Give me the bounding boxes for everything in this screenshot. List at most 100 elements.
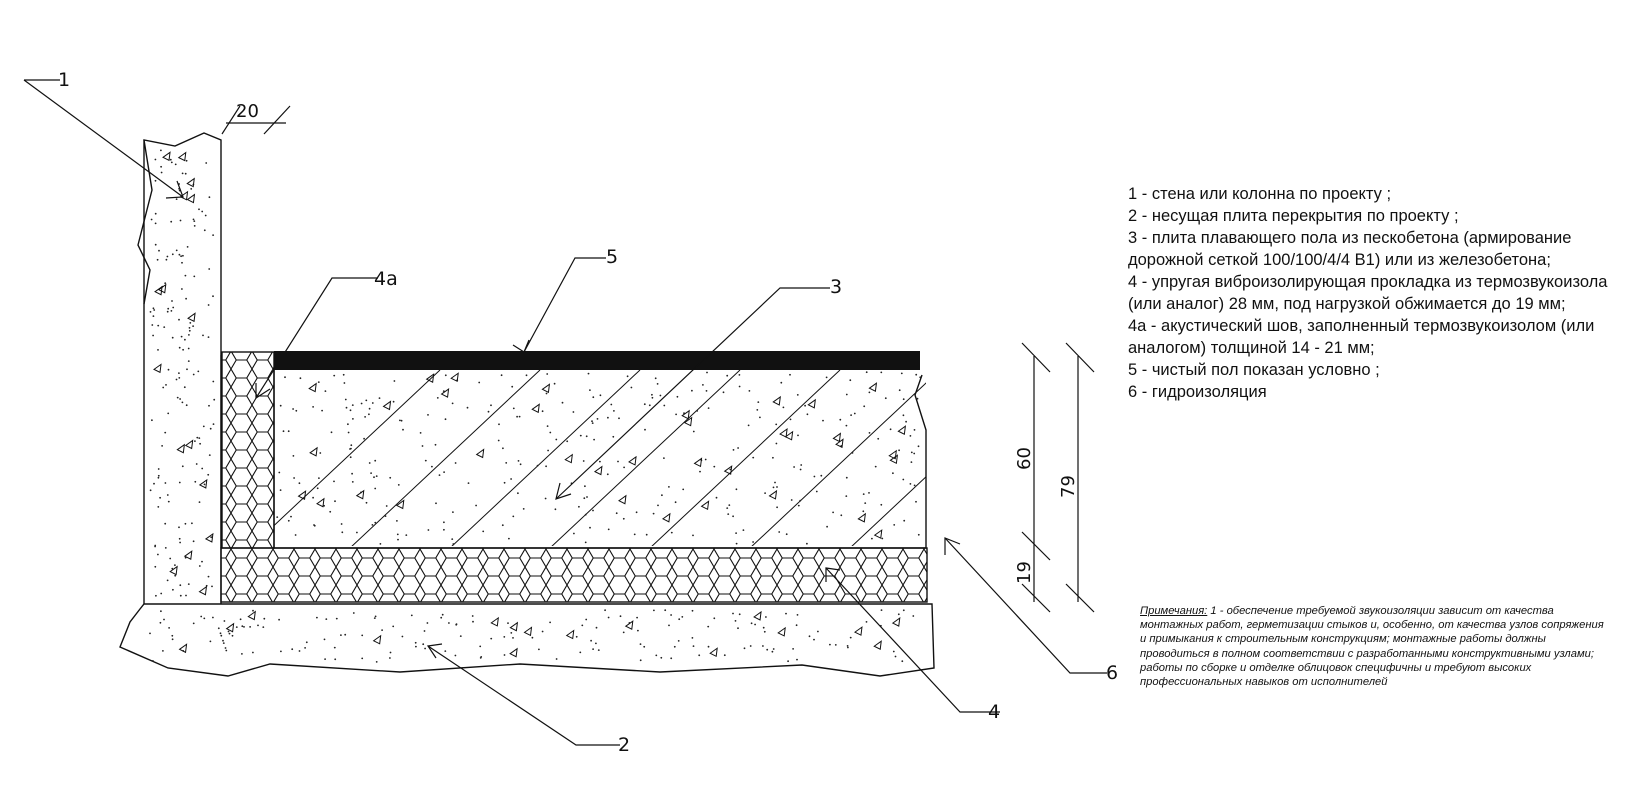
concrete-dot	[208, 196, 211, 199]
concrete-dot	[846, 645, 849, 647]
concrete-dot	[681, 616, 684, 618]
concrete-dot	[152, 660, 154, 662]
aggregate-triangle	[247, 610, 256, 621]
concrete-dot	[252, 609, 254, 612]
aggregate-triangle	[661, 512, 671, 523]
concrete-dot	[364, 416, 366, 418]
concrete-dot	[325, 618, 328, 620]
aggregate-triangle	[475, 448, 485, 459]
concrete-dot	[901, 660, 904, 663]
concrete-dot	[351, 472, 353, 475]
concrete-dot	[185, 159, 188, 162]
concrete-dot	[316, 616, 318, 619]
aggregate-triangle	[772, 395, 781, 406]
concrete-dot	[443, 471, 445, 473]
concrete-dot	[555, 658, 558, 660]
concrete-dot	[909, 483, 912, 485]
concrete-dot	[205, 162, 208, 164]
concrete-dot	[431, 465, 433, 468]
concrete-dot	[592, 509, 594, 512]
aggregate-triangle	[395, 499, 405, 510]
concrete-dot	[241, 653, 243, 655]
concrete-dot	[737, 447, 739, 449]
concrete-dot	[583, 497, 586, 500]
concrete-dot	[179, 219, 182, 222]
concrete-dot	[832, 511, 834, 514]
aggregate-triangle	[169, 565, 178, 576]
concrete-dot	[340, 523, 343, 525]
aggregate-triangle	[440, 387, 450, 398]
concrete-dot	[764, 492, 766, 494]
concrete-dot	[379, 543, 382, 545]
concrete-dot	[613, 410, 615, 412]
concrete-dot	[427, 414, 429, 416]
leader-3	[555, 287, 830, 500]
callout-5: 5	[606, 246, 618, 268]
concrete-dot	[199, 442, 202, 445]
concrete-dot	[365, 399, 368, 402]
concrete-dot	[422, 643, 425, 646]
concrete-dot	[713, 617, 716, 620]
concrete-dot	[316, 487, 319, 490]
concrete-dot	[834, 644, 837, 646]
concrete-dot	[160, 149, 162, 152]
concrete-dot	[162, 386, 165, 389]
concrete-dot	[399, 419, 401, 422]
isolation-layer	[220, 547, 928, 603]
concrete-dot	[170, 220, 173, 223]
concrete-dot	[510, 632, 513, 634]
concrete-dot	[582, 460, 585, 462]
concrete-dot	[678, 618, 681, 621]
aggregate-triangle	[784, 430, 794, 441]
concrete-dot	[799, 468, 802, 471]
concrete-dot	[392, 400, 395, 403]
concrete-dot	[164, 522, 167, 525]
concrete-dot	[561, 401, 564, 404]
concrete-dot	[612, 435, 615, 438]
concrete-dot	[715, 496, 718, 499]
concrete-dot	[452, 543, 455, 545]
legend-item: 6 - гидроизоляция	[1128, 383, 1267, 401]
concrete-dot	[178, 318, 180, 321]
callout-2: 2	[618, 734, 630, 756]
concrete-dot	[849, 636, 852, 639]
concrete-dot	[889, 428, 892, 431]
concrete-dot	[501, 524, 504, 527]
concrete-dot	[893, 524, 896, 526]
aggregate-triangle	[873, 529, 883, 539]
concrete-dot	[599, 460, 601, 463]
concrete-dot	[655, 654, 658, 657]
concrete-dot	[637, 629, 639, 632]
concrete-dot	[154, 179, 157, 182]
concrete-dot	[660, 656, 663, 659]
concrete-dot	[817, 630, 819, 633]
concrete-dot	[910, 451, 913, 454]
concrete-dot	[184, 338, 186, 341]
concrete-dot	[212, 295, 214, 298]
slab-diagonal-line	[651, 370, 841, 546]
concrete-dot	[774, 481, 776, 484]
concrete-dot	[622, 631, 625, 634]
dim-layer-text: 19	[1014, 561, 1035, 584]
concrete-dot	[340, 634, 342, 636]
concrete-dot	[151, 419, 153, 422]
concrete-dot	[545, 392, 548, 395]
concrete-dot	[525, 374, 528, 377]
concrete-dot	[211, 585, 213, 588]
concrete-dot	[174, 574, 177, 577]
floating-slab-outline	[273, 370, 927, 549]
concrete-dot	[291, 648, 294, 651]
concrete-dot	[518, 415, 521, 418]
concrete-dot	[183, 386, 186, 389]
concrete-dot	[378, 397, 381, 399]
concrete-dot	[292, 408, 294, 410]
concrete-dot	[581, 624, 584, 627]
concrete-dot	[898, 389, 901, 392]
concrete-dot	[618, 417, 620, 420]
concrete-dot	[171, 567, 174, 570]
concrete-dot	[198, 437, 201, 439]
concrete-dot	[181, 401, 184, 404]
concrete-dot	[544, 497, 547, 500]
concrete-dot	[184, 522, 187, 525]
concrete-dot	[713, 465, 716, 468]
